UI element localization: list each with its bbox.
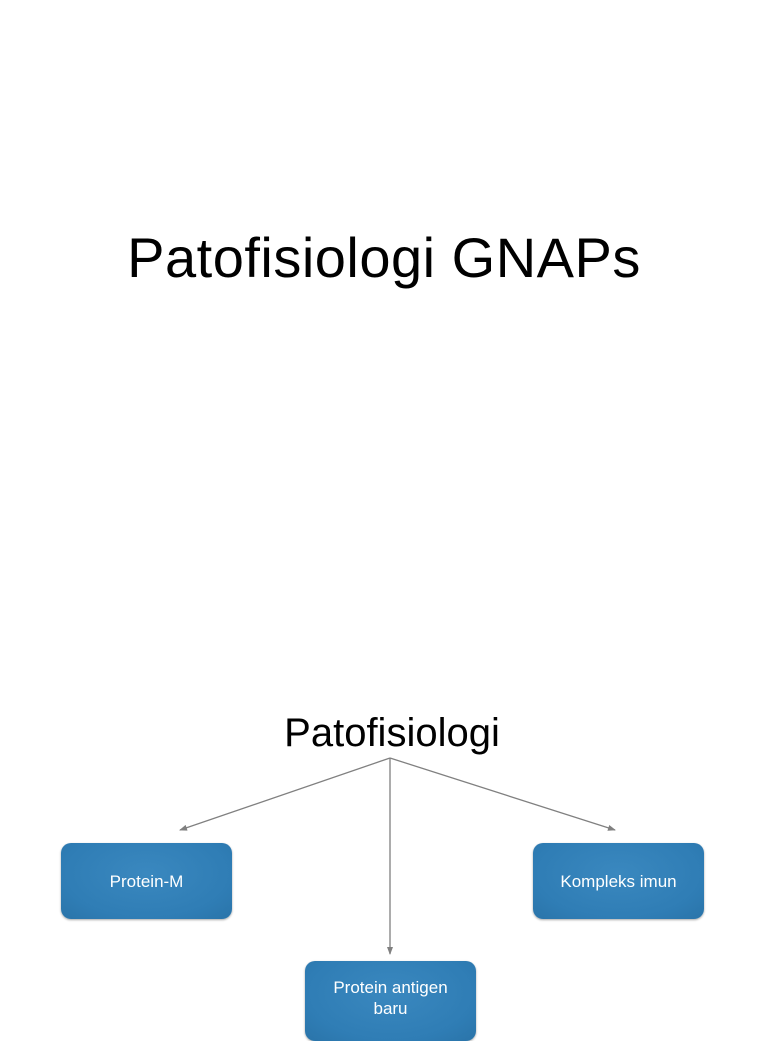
node-protein-m: Protein-M: [61, 843, 232, 919]
node-kompleks-imun-label: Kompleks imun: [560, 871, 677, 891]
node-protein-antigen-baru-label: Protein antigen baru: [333, 978, 448, 1018]
connector-to-kompleks-imun: [389, 757, 616, 831]
diagram-root-label: Patofisiologi: [284, 711, 500, 755]
connector-to-protein-m: [179, 757, 391, 831]
slide-title: Patofisiologi GNAPs: [127, 226, 641, 289]
node-protein-antigen-baru: Protein antigen baru: [305, 961, 476, 1041]
node-protein-m-label: Protein-M: [109, 871, 184, 891]
node-kompleks-imun: Kompleks imun: [533, 843, 704, 919]
